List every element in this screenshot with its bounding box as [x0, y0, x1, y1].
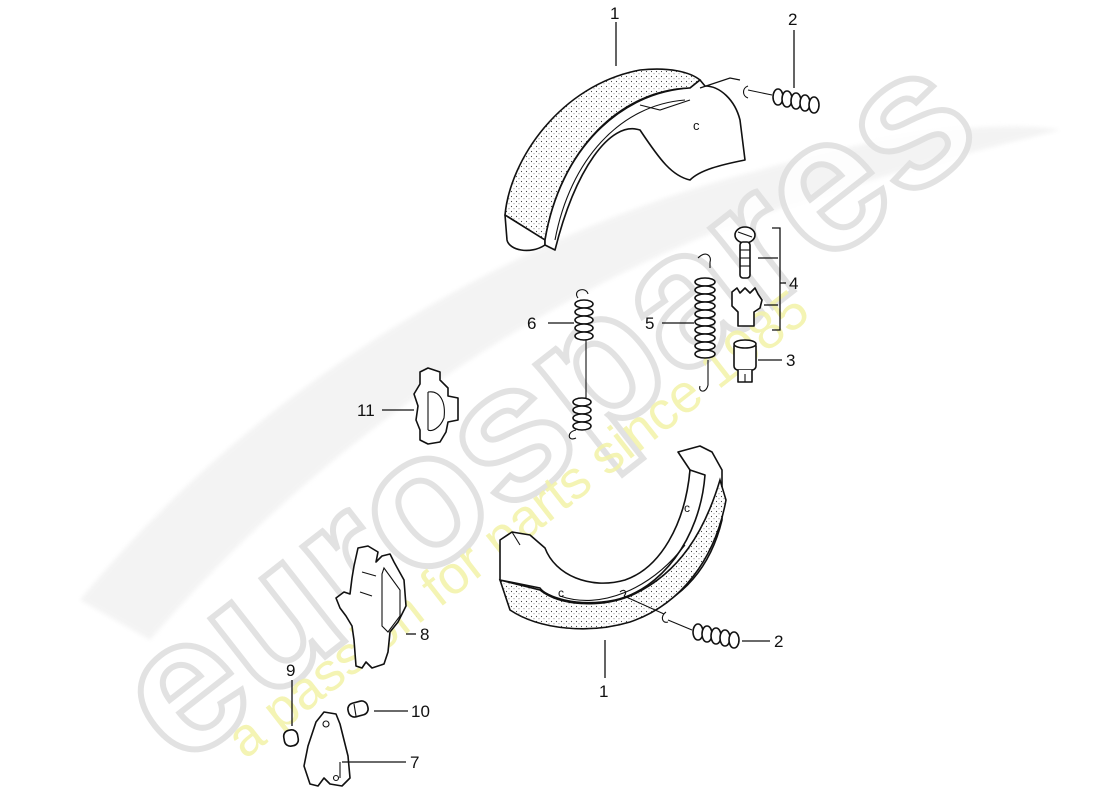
callout-11[interactable]: 11: [357, 401, 375, 420]
callout-2-top[interactable]: 2: [788, 10, 797, 29]
watermark-swoosh: [80, 126, 1060, 641]
adjuster-screw-assembly[interactable]: [731, 226, 763, 327]
callout-5[interactable]: 5: [645, 314, 654, 333]
brake-shoe-upper[interactable]: c: [504, 68, 746, 252]
svg-text:c: c: [558, 586, 564, 600]
callout-4[interactable]: 4: [789, 274, 798, 293]
return-spring[interactable]: [694, 253, 716, 392]
return-spring-long[interactable]: [568, 289, 594, 440]
pin-10[interactable]: [347, 700, 370, 719]
callout-2-bottom[interactable]: 2: [774, 632, 783, 651]
callout-8[interactable]: 8: [420, 625, 429, 644]
clip[interactable]: [413, 367, 459, 445]
callout-7[interactable]: 7: [410, 753, 419, 772]
expander-lever[interactable]: [335, 545, 407, 669]
svg-text:c: c: [684, 501, 690, 515]
watermark-brand: eurospares: [75, 5, 1013, 800]
callout-labels: 1 2 3 4 5 6 7 8 9 10 11 1 2: [286, 4, 798, 772]
callout-6[interactable]: 6: [527, 314, 536, 333]
brake-shoe-lower[interactable]: c c: [498, 445, 727, 630]
lever[interactable]: [303, 711, 351, 787]
callout-3[interactable]: 3: [786, 351, 795, 370]
callout-1-bottom[interactable]: 1: [599, 682, 608, 701]
leader-lines: [291, 22, 795, 763]
adjuster-sleeve[interactable]: [733, 339, 757, 383]
callout-1-top[interactable]: 1: [610, 4, 619, 23]
hold-down-spring-lower[interactable]: [619, 589, 740, 649]
pin-9[interactable]: [282, 729, 300, 747]
hold-down-spring-upper[interactable]: [699, 77, 820, 114]
callout-10[interactable]: 10: [411, 702, 430, 721]
callout-9[interactable]: 9: [286, 661, 295, 680]
svg-text:c: c: [693, 118, 700, 133]
